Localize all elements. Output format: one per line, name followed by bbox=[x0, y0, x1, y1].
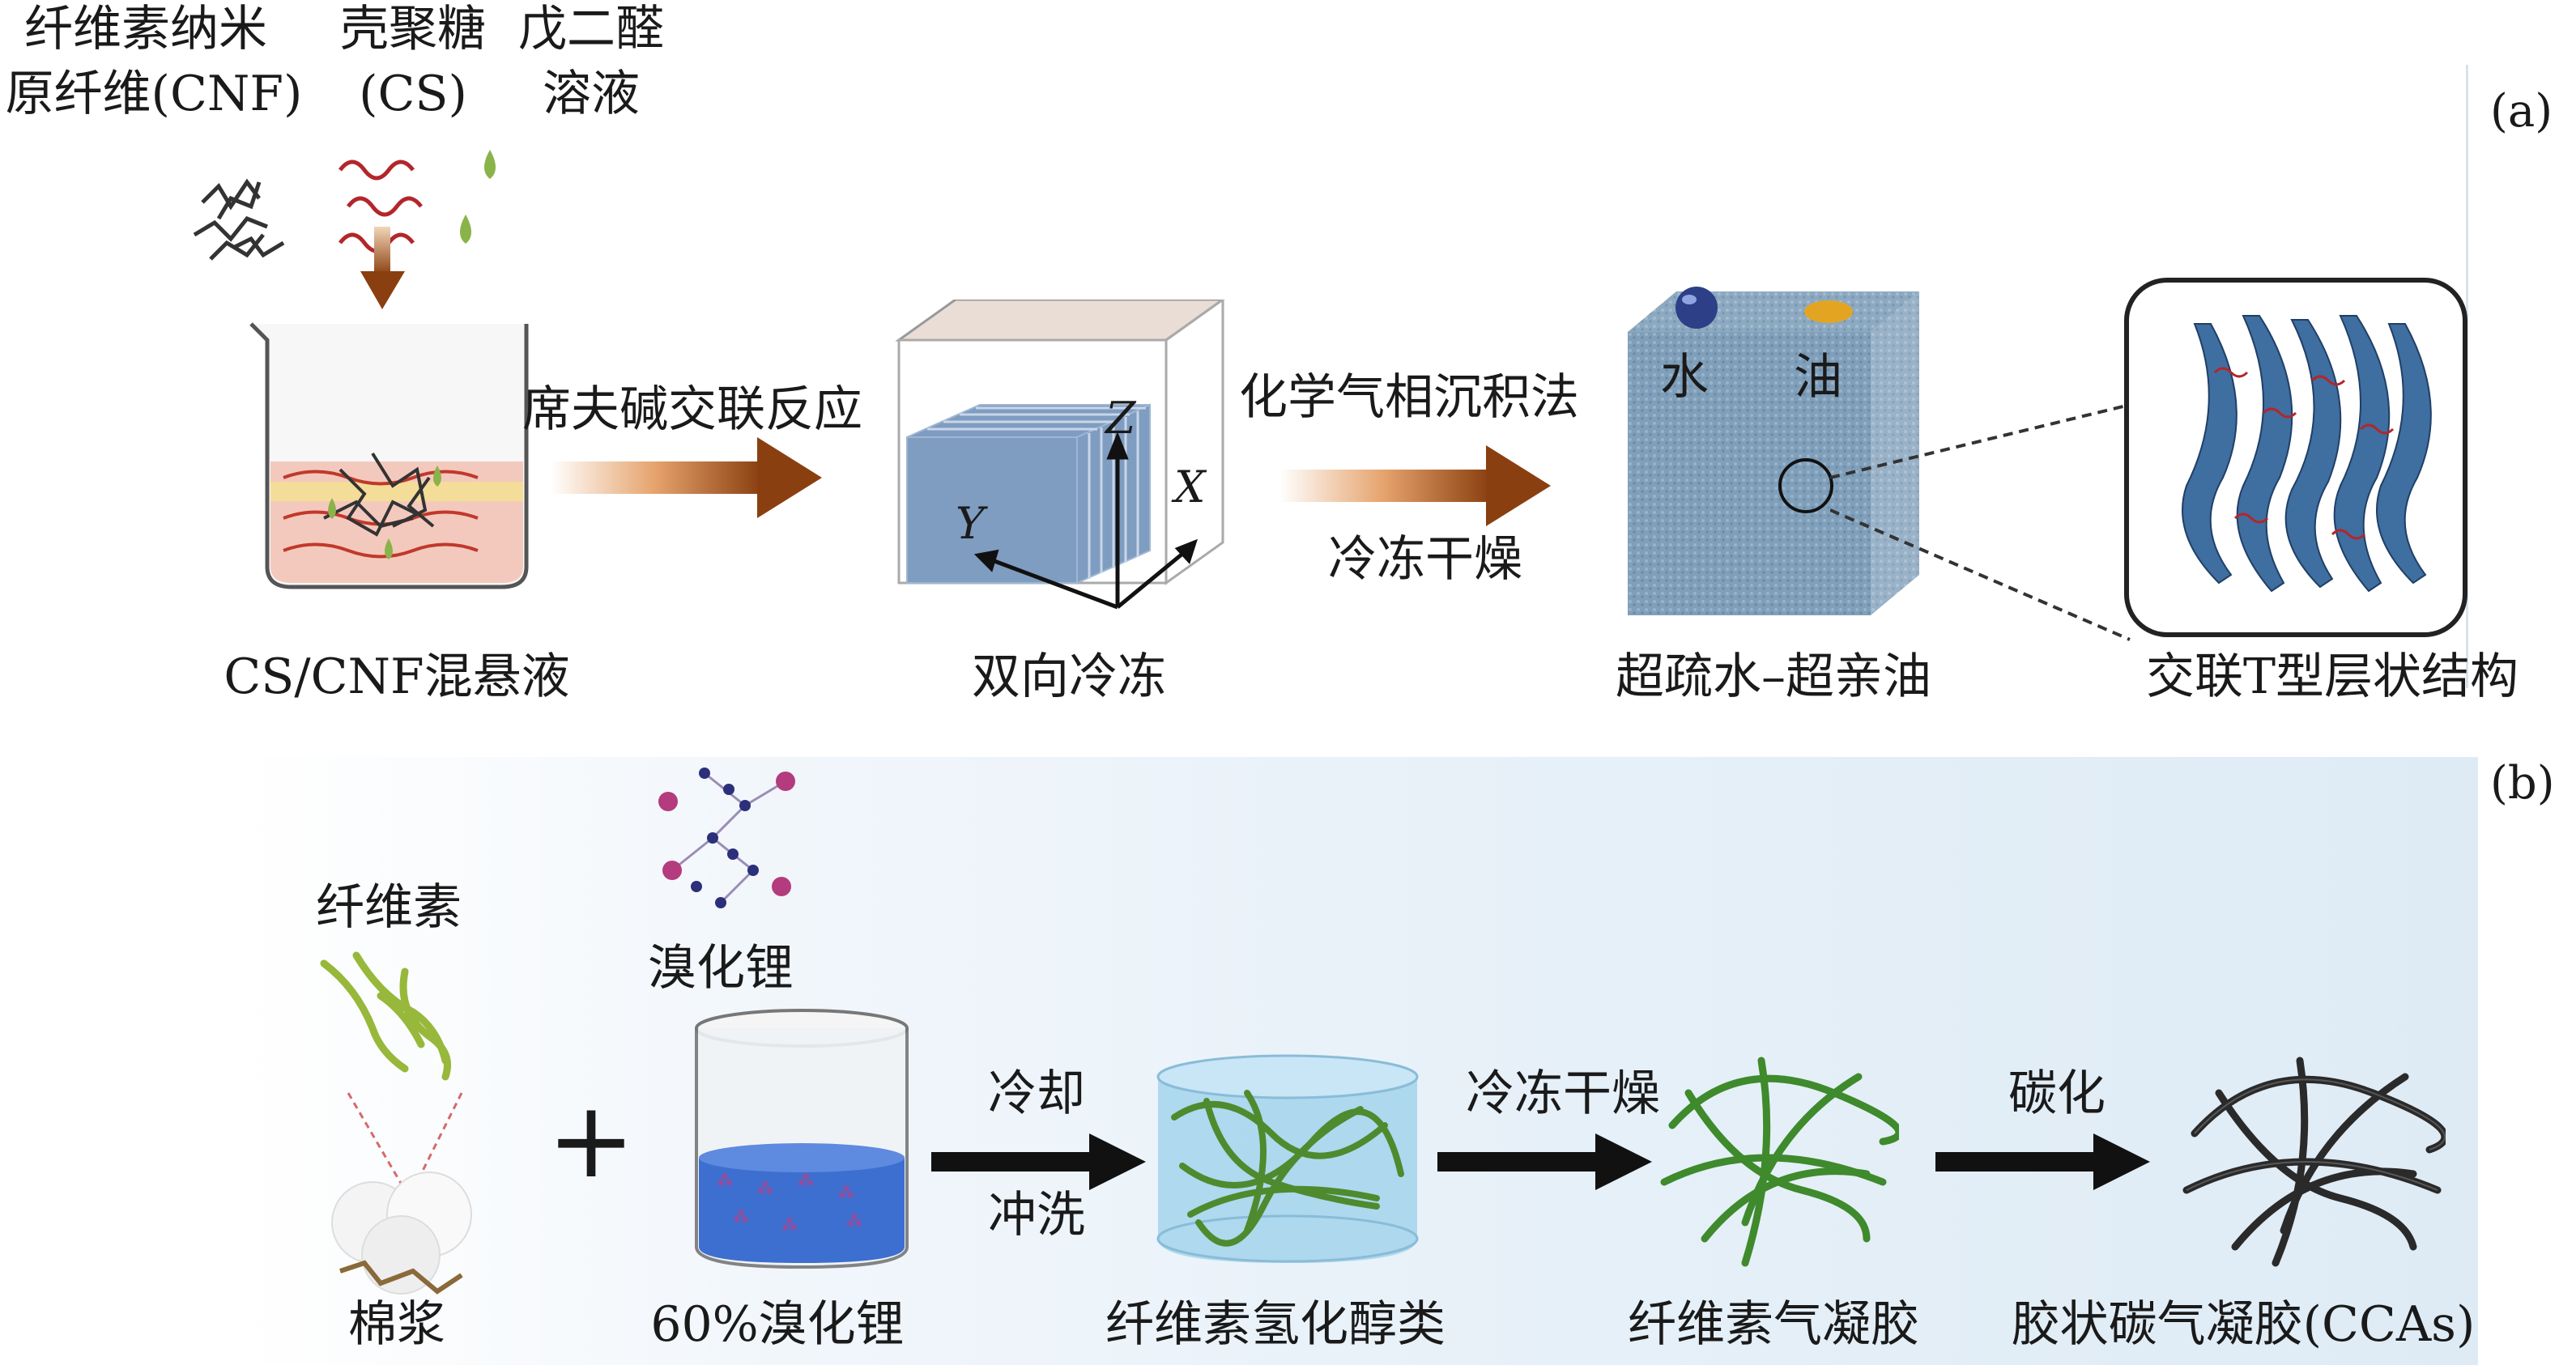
libr-molecule-icon bbox=[658, 768, 795, 908]
carbon-aerogel-graphic bbox=[2182, 1057, 2446, 1267]
axis-y-label: Y bbox=[956, 498, 985, 549]
plus-sign: + bbox=[547, 1078, 636, 1201]
cotton-graphic bbox=[320, 951, 472, 1295]
libr-beaker-icon: ⁂⁂⁂ ⁂⁂⁂⁂ bbox=[695, 1009, 909, 1269]
water-label: 水 bbox=[1660, 349, 1709, 406]
freeze-cube-graphic bbox=[895, 300, 1225, 610]
aerogel-fibers-icon bbox=[1660, 1057, 1899, 1267]
arrow2-bottom-label: 冷冻干燥 bbox=[1328, 531, 1522, 588]
svg-text:⁂: ⁂ bbox=[757, 1179, 773, 1198]
layered-structure-graphic bbox=[2124, 278, 2467, 637]
axis-x-label: X bbox=[1174, 461, 1206, 512]
sponge-cube-graphic bbox=[1628, 287, 1919, 615]
beaker-a-caption: CS/CNF混悬液 bbox=[224, 648, 570, 705]
sponge-caption: 超疏水–超亲油 bbox=[1616, 648, 1931, 705]
water-droplet-icon bbox=[1675, 287, 1718, 329]
cellulose-fibers-icon bbox=[320, 951, 451, 1081]
pulp-caption: 棉浆 bbox=[348, 1296, 445, 1353]
beaker-a-icon bbox=[249, 322, 529, 589]
libr-label: 溴化锂 bbox=[648, 940, 794, 997]
ga-label-line1: 戊二醛 bbox=[518, 1, 664, 57]
arrow-b2-top-label: 冷冻干燥 bbox=[1466, 1065, 1660, 1122]
carbon-caption: 胶状碳气凝胶(CCAs) bbox=[2011, 1296, 2476, 1353]
input-down-arrow-icon bbox=[360, 227, 405, 309]
arrow-b2-icon bbox=[1437, 1133, 1652, 1190]
libr-beaker-caption: 60%溴化锂 bbox=[650, 1296, 905, 1353]
svg-text:⁂: ⁂ bbox=[781, 1215, 798, 1235]
libr-beaker-graphic: ⁂⁂⁂ ⁂⁂⁂⁂ bbox=[695, 1009, 909, 1269]
svg-text:⁂: ⁂ bbox=[838, 1183, 854, 1202]
zoom-lines-icon bbox=[1830, 405, 2131, 641]
inputs-graphic bbox=[193, 150, 496, 309]
arrow1-icon bbox=[551, 437, 822, 518]
cnf-label-line2: 原纤维(CNF) bbox=[5, 66, 303, 122]
panel-b-tag: (b) bbox=[2490, 757, 2555, 810]
arrow2-icon bbox=[1279, 445, 1551, 526]
ga-label-line2: 溶液 bbox=[543, 66, 640, 122]
svg-text:⁂: ⁂ bbox=[717, 1171, 733, 1190]
structure-caption: 交联T型层状结构 bbox=[2145, 648, 2519, 705]
arrow-b3-top-label: 碳化 bbox=[2008, 1065, 2106, 1122]
arrow-b1-bottom-label: 冲洗 bbox=[988, 1187, 1085, 1244]
cotton-boll-icon bbox=[331, 1172, 472, 1295]
arrow-b3-icon bbox=[1935, 1133, 2150, 1190]
axis-z-label: Z bbox=[1105, 393, 1136, 444]
cs-label-line1: 壳聚糖 bbox=[340, 1, 486, 57]
aerogel-caption: 纤维素气凝胶 bbox=[1628, 1296, 1919, 1353]
ga-drops-icon bbox=[460, 150, 496, 244]
cnf-label-line1: 纤维素纳米 bbox=[24, 1, 267, 57]
arrow2-top-label: 化学气相沉积法 bbox=[1239, 369, 1579, 426]
cs-label-line2: (CS) bbox=[359, 66, 467, 122]
cellulose-label: 纤维素 bbox=[316, 879, 462, 936]
sponge-cube-icon bbox=[1628, 291, 1919, 615]
layered-sheets-icon bbox=[2182, 315, 2432, 593]
freeze-cube-icon bbox=[895, 300, 1225, 610]
svg-text:⁂: ⁂ bbox=[798, 1171, 814, 1190]
panel-a-tag: (a) bbox=[2490, 85, 2553, 138]
aerogel-graphic bbox=[1660, 1057, 1899, 1267]
arrow-b1-top-label: 冷却 bbox=[988, 1065, 1085, 1122]
oil-droplet-icon bbox=[1804, 300, 1853, 323]
svg-text:⁂: ⁂ bbox=[733, 1207, 749, 1227]
svg-text:⁂: ⁂ bbox=[846, 1211, 862, 1231]
beaker-a-graphic bbox=[249, 322, 529, 589]
hydrogel-cylinder-icon bbox=[1156, 1054, 1419, 1263]
oil-label: 油 bbox=[1794, 349, 1842, 406]
hydrogel-graphic bbox=[1156, 1054, 1419, 1263]
zoom-circle-icon bbox=[1778, 458, 1833, 513]
arrow1-label: 席夫碱交联反应 bbox=[522, 381, 862, 438]
freeze-caption: 双向冷冻 bbox=[972, 648, 1166, 705]
crosslink-chains-icon bbox=[2213, 367, 2395, 540]
arrow-b1-icon bbox=[931, 1133, 1146, 1190]
hydrogel-caption: 纤维素氢化醇类 bbox=[1105, 1296, 1446, 1353]
cnf-fibers-icon bbox=[193, 178, 285, 261]
